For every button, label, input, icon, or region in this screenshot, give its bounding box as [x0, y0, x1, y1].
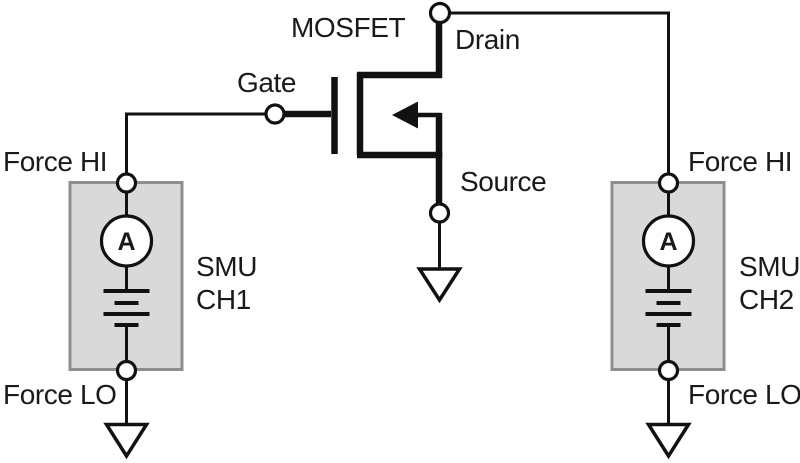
smu2-force-hi-label: Force HI	[688, 146, 793, 177]
drain-label: Drain	[455, 24, 520, 55]
wire-drain-to-smu2	[440, 11, 670, 180]
smu1-force-lo-node	[115, 359, 138, 382]
mosfet-label: MOSFET	[291, 12, 406, 43]
mosfet-symbol	[264, 1, 452, 224]
smu2-unit: A	[610, 172, 726, 460]
smu1-ammeter-icon	[99, 214, 154, 268]
smu1-unit: A	[68, 172, 184, 460]
smu2-ammeter-label: A	[659, 228, 677, 256]
gate-terminal-node	[264, 103, 286, 125]
smu2-name-line1: SMU	[739, 251, 800, 282]
smu1-name: SMU CH1	[196, 250, 257, 316]
source-terminal-node	[428, 202, 451, 224]
smu1-force-hi-node	[115, 172, 138, 194]
mosfet-source-branch	[357, 151, 443, 206]
smu1-ground-icon	[103, 422, 150, 460]
smu2-force-lo-node	[657, 359, 680, 382]
smu1-force-hi-label: Force HI	[3, 146, 108, 177]
wire-gate-to-smu1	[125, 112, 275, 180]
smu2-battery-icon	[645, 289, 692, 363]
drain-terminal-node	[428, 1, 452, 25]
source-ground-icon	[416, 267, 463, 304]
smu1-battery-icon	[103, 289, 150, 363]
smu2-ammeter-icon	[641, 214, 696, 268]
smu1-force-lo-label: Force LO	[3, 379, 117, 410]
smu1-name-line2: CH1	[196, 284, 251, 315]
smu2-name-line2: CH2	[739, 284, 794, 315]
smu1-ammeter-label: A	[117, 228, 135, 256]
mosfet-drain-branch	[357, 20, 443, 79]
mosfet-body-arrow-icon	[392, 101, 418, 129]
smu2-force-hi-node	[657, 172, 680, 194]
smu2-name: SMU CH2	[739, 250, 800, 316]
smu1-name-line1: SMU	[196, 251, 258, 282]
gate-label: Gate	[237, 67, 297, 98]
smu2-ground-icon	[645, 422, 692, 460]
source-label: Source	[460, 166, 547, 197]
smu2-force-lo-label: Force LO	[688, 379, 800, 410]
